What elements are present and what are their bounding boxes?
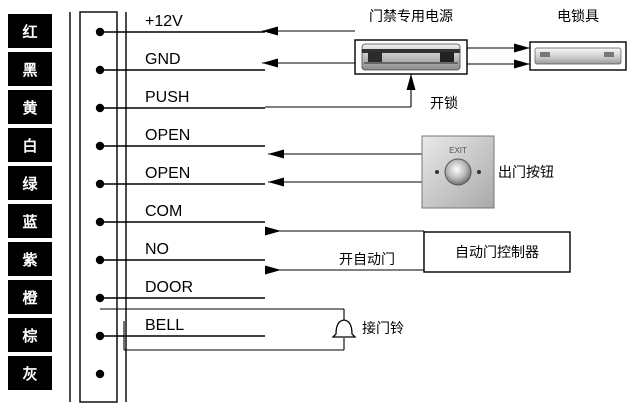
wire-color-label: 黄 [22, 99, 37, 117]
bell-icon [331, 319, 357, 338]
power-supply [354, 39, 468, 75]
arrow-right-icon [265, 265, 281, 275]
electric-lock-label: 电锁具 [557, 9, 599, 25]
wire-color-cell [8, 356, 52, 390]
arrow-right-icon [265, 226, 281, 236]
wire-color-cell [8, 52, 52, 86]
wire-terminal-label: OPEN [145, 127, 190, 144]
auto-door-controller-box [423, 231, 571, 273]
arrow-right-icon [514, 43, 530, 53]
wire-color-label: 白 [22, 137, 37, 155]
wire-terminal-label: COM [145, 203, 182, 220]
wire-color-label: 红 [22, 23, 37, 41]
wire-terminal-label: PUSH [145, 89, 189, 106]
wire-terminal-label: OPEN [145, 165, 190, 182]
wire-color-cell [8, 166, 52, 200]
arrow-left-icon [262, 58, 278, 68]
arrow-left-icon [268, 177, 284, 187]
wire-color-cell [8, 242, 52, 276]
wire-color-cell [8, 280, 52, 314]
terminal-dot [95, 369, 105, 379]
exit-button-device: EXIT [268, 135, 495, 209]
auto-door-label: 开自动门 [339, 252, 395, 268]
unlock-label: 开锁 [430, 96, 458, 112]
arrow-left-icon [268, 149, 284, 159]
terminal-strip [79, 11, 118, 403]
electric-lock [529, 41, 627, 71]
wire-color-cell [8, 14, 52, 48]
exit-button-label: 出门按钮 [498, 165, 554, 181]
wire-color-cell [8, 90, 52, 124]
wire-terminal-label: +12V [145, 13, 183, 30]
wire-terminal-label: NO [145, 241, 169, 258]
wire-color-label: 蓝 [22, 213, 37, 231]
power-supply-label: 门禁专用电源 [369, 9, 453, 25]
wire-terminal-label: GND [145, 51, 181, 68]
doorbell-label: 接门铃 [362, 320, 404, 337]
wire-color-label: 橙 [22, 289, 38, 307]
arrow-left-icon [262, 26, 278, 36]
wire-color-label: 绿 [22, 175, 38, 193]
arrow-up-icon [406, 74, 416, 90]
wire-color-cell [8, 128, 52, 162]
wire-color-cell [8, 318, 52, 352]
auto-door-controller-label: 自动门控制器 [455, 245, 539, 261]
exit-button-text: EXIT [449, 146, 467, 155]
wire-color-label: 紫 [22, 251, 37, 269]
arrow-right-icon [514, 59, 530, 69]
terminal-rows: +12V GND PUSH OPEN OPEN COM NO DOOR BELL [95, 13, 265, 379]
wire-color-cell [8, 204, 52, 238]
wire-color-label: 黑 [22, 61, 37, 79]
wire-terminal-label: BELL [145, 317, 184, 334]
wire-terminal-label: DOOR [145, 279, 193, 296]
wire-color-label: 灰 [22, 365, 37, 383]
wire-color-label: 棕 [22, 327, 37, 345]
exit-button-icon [444, 158, 472, 186]
